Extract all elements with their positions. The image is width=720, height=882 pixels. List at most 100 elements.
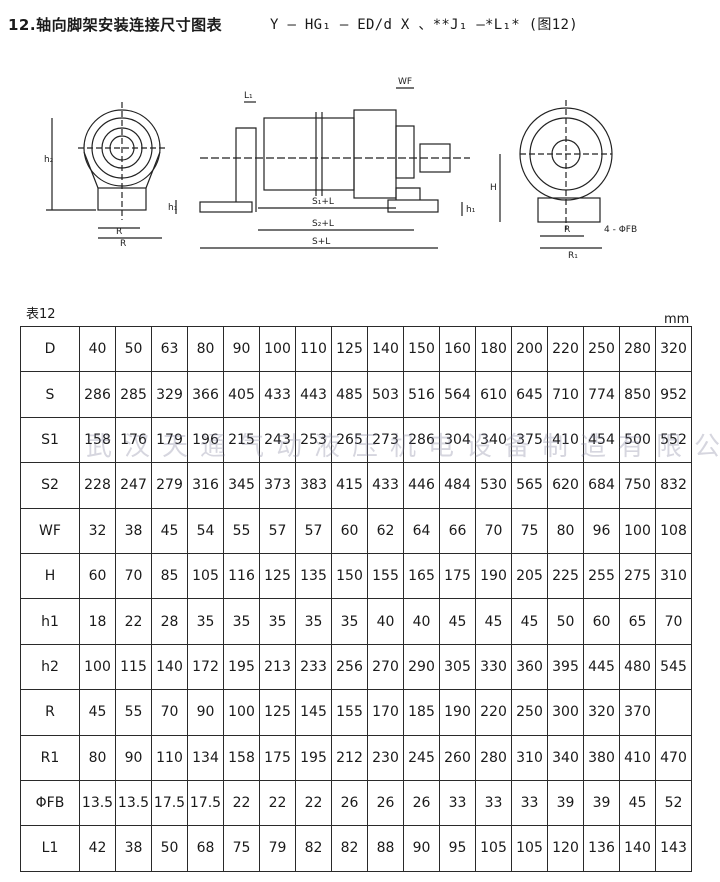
table-cell: 375 <box>511 416 548 464</box>
label-r-right: R <box>564 225 570 235</box>
table-cell: 373 <box>259 462 296 509</box>
table-cell: 50 <box>151 825 188 872</box>
drawing-svg: h₂ R R L₁ WF h₁ h₁ S₁+L S₂+L S+L H 4 - Φ… <box>44 77 637 261</box>
table-cell: 410 <box>619 734 656 781</box>
table-cell: 228 <box>79 462 116 509</box>
table-cell: 35 <box>259 598 296 645</box>
table-cell: 220 <box>475 689 512 736</box>
table-cell: 140 <box>151 643 188 691</box>
table-cell: 454 <box>583 416 620 464</box>
table-cell: 150 <box>403 325 440 373</box>
table-cell: 100 <box>259 325 296 373</box>
row-label: L1 <box>20 825 80 872</box>
table-cell: 212 <box>331 734 368 781</box>
table-cell: 57 <box>259 507 296 554</box>
table-cell: 190 <box>439 689 476 736</box>
table-cell: 52 <box>655 779 692 827</box>
row-label: D <box>20 325 80 373</box>
table-cell: 26 <box>367 779 404 827</box>
table-cell: 279 <box>151 462 188 509</box>
table-cell: 63 <box>151 325 188 373</box>
table-cell: 345 <box>223 462 260 509</box>
table-cell: 18 <box>79 598 116 645</box>
label-r: R <box>116 227 122 237</box>
table-cell: 39 <box>583 779 620 827</box>
table-cell: 500 <box>619 416 656 464</box>
label-r1: R₁ <box>568 251 578 261</box>
table-cell: 125 <box>259 689 296 736</box>
table-cell: 26 <box>331 779 368 827</box>
label-r-lower: R <box>120 239 126 249</box>
table-cell: 213 <box>259 643 296 691</box>
table-cell: 40 <box>367 598 404 645</box>
label-s1l: S₁+L <box>312 197 334 207</box>
table-cell: 175 <box>439 552 476 600</box>
table-cell: 13.5 <box>79 779 116 827</box>
table-cell: 405 <box>223 371 260 418</box>
row-label: H <box>20 552 80 600</box>
table-cell: 545 <box>655 643 692 691</box>
table-cell: 310 <box>511 734 548 781</box>
row-label: R <box>20 689 80 736</box>
table-caption: 表12 <box>26 307 56 322</box>
table-cell: 286 <box>79 371 116 418</box>
row-label: h1 <box>20 598 80 645</box>
table-cell: 140 <box>619 825 656 872</box>
table-cell: 96 <box>583 507 620 554</box>
table-cell: 62 <box>367 507 404 554</box>
table-cell: 35 <box>331 598 368 645</box>
table-cell: 13.5 <box>115 779 152 827</box>
table-cell: 60 <box>79 552 116 600</box>
table-cell: 125 <box>259 552 296 600</box>
table-cell: 503 <box>367 371 404 418</box>
table-cell: 105 <box>511 825 548 872</box>
table-cell: 253 <box>295 416 332 464</box>
table-cell: 57 <box>295 507 332 554</box>
table-cell: 395 <box>547 643 584 691</box>
table-cell: 255 <box>583 552 620 600</box>
table-cell: 256 <box>331 643 368 691</box>
table-cell: 610 <box>475 371 512 418</box>
table-cell: 22 <box>295 779 332 827</box>
table-cell: 38 <box>115 507 152 554</box>
table-cell: 305 <box>439 643 476 691</box>
table-cell: 42 <box>79 825 116 872</box>
table-cell: 155 <box>367 552 404 600</box>
table-cell: 45 <box>151 507 188 554</box>
table-cell: 470 <box>655 734 692 781</box>
table-cell: 70 <box>115 552 152 600</box>
table-cell: 116 <box>223 552 260 600</box>
row-label: S <box>20 371 80 418</box>
table-cell: 64 <box>403 507 440 554</box>
table-cell: 75 <box>223 825 260 872</box>
table-cell: 160 <box>439 325 476 373</box>
label-wf: WF <box>398 77 412 87</box>
table-cell: 70 <box>655 598 692 645</box>
table-cell: 265 <box>331 416 368 464</box>
table-cell: 225 <box>547 552 584 600</box>
table-cell: 80 <box>547 507 584 554</box>
table-cell: 185 <box>403 689 440 736</box>
table-cell: 179 <box>151 416 188 464</box>
table-cell: 45 <box>511 598 548 645</box>
table-cell: 80 <box>187 325 224 373</box>
table-cell: 90 <box>223 325 260 373</box>
table-cell: 200 <box>511 325 548 373</box>
table-cell: 564 <box>439 371 476 418</box>
table-cell: 195 <box>223 643 260 691</box>
table-cell: 370 <box>619 689 656 736</box>
table-cell: 195 <box>295 734 332 781</box>
table-cell: 484 <box>439 462 476 509</box>
table-cell: 172 <box>187 643 224 691</box>
table-cell: 443 <box>295 371 332 418</box>
table-cell: 135 <box>295 552 332 600</box>
table-cell: 190 <box>475 552 512 600</box>
table-cell: 300 <box>547 689 584 736</box>
table-cell: 22 <box>115 598 152 645</box>
table-cell: 100 <box>79 643 116 691</box>
table-cell: 273 <box>367 416 404 464</box>
